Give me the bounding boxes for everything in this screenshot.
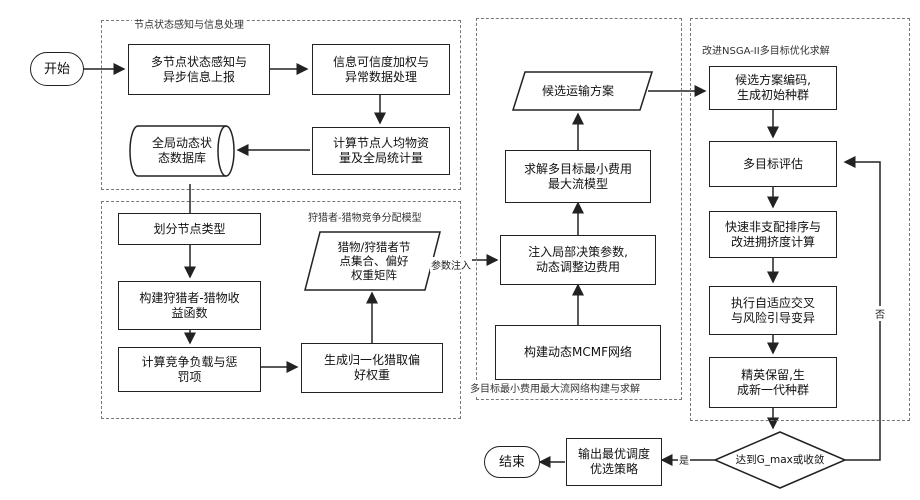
node-solve-mcmf: 求解多目标最小费用 最大流模型 bbox=[505, 150, 651, 203]
node-output-strategy: 输出最优调度 优选策略 bbox=[566, 438, 662, 486]
node-build-mcmf: 构建动态MCMF网络 bbox=[495, 325, 661, 380]
node-nondominated-sort: 快速非支配排序与 改进拥挤度计算 bbox=[709, 211, 837, 258]
end-node: 结束 bbox=[484, 446, 540, 478]
node-sensing-report: 多节点状态感知与 异步信息上报 bbox=[128, 44, 270, 95]
node-global-database: 全局动态状 态数据库 bbox=[134, 128, 230, 174]
node-classify-nodes: 划分节点类型 bbox=[118, 213, 261, 245]
edge-label-no: 否 bbox=[874, 306, 886, 321]
group-mcmf-label: 多目标最小费用最大流网络构建与求解 bbox=[468, 380, 642, 395]
node-multiobjective-eval: 多目标评估 bbox=[709, 141, 837, 187]
group-competition-label: 狩猎者-猎物竞争分配模型 bbox=[306, 209, 424, 224]
node-preference-weights: 生成归一化猎取偏 好权重 bbox=[301, 343, 443, 393]
edge-label-param-inject: 参数注入 bbox=[430, 257, 472, 272]
node-elitism: 精英保留,生 成新一代种群 bbox=[709, 357, 837, 408]
node-crossover-mutation: 执行自适应交叉 与风险引导变异 bbox=[709, 286, 837, 335]
node-credibility-weighting: 信息可信度加权与 异常数据处理 bbox=[312, 44, 450, 95]
group-sensing-label: 节点状态感知与信息处理 bbox=[132, 16, 246, 31]
node-convergence-check: 达到G_max或收敛 bbox=[722, 450, 838, 470]
node-candidate-plan: 候选运输方案 bbox=[522, 75, 634, 107]
start-node: 开始 bbox=[30, 52, 84, 86]
node-global-stats: 计算节点人均物资 量及全局统计量 bbox=[312, 127, 450, 175]
node-inject-params: 注入局部决策参数, 动态调整边费用 bbox=[500, 235, 656, 285]
node-competition-load: 计算竞争负载与惩 罚项 bbox=[118, 347, 261, 392]
node-param-matrix: 猎物/狩猎者节 点集合、偏好 权重矩阵 bbox=[318, 234, 430, 288]
group-nsga-label: 改进NSGA-II多目标优化求解 bbox=[700, 42, 832, 57]
edge-label-yes: 是 bbox=[678, 452, 690, 467]
node-payoff-function: 构建狩猎者-猎物收 益函数 bbox=[118, 281, 261, 330]
node-encode-population: 候选方案编码, 生成初始种群 bbox=[709, 66, 837, 110]
